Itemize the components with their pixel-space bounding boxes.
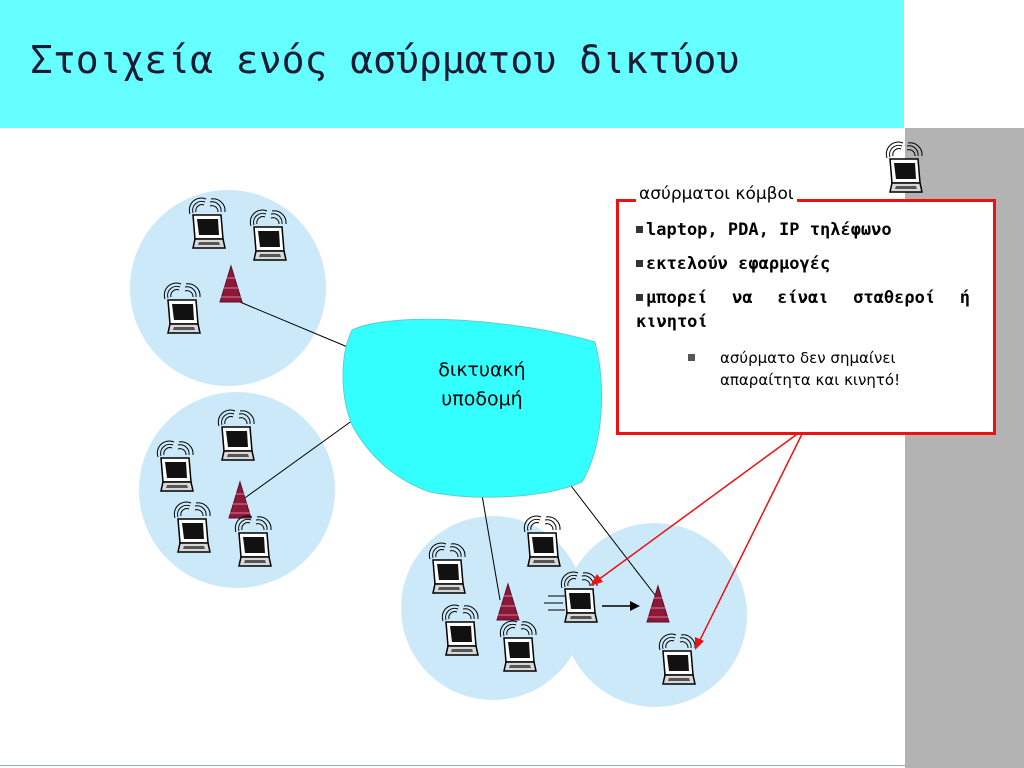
- bullet-square-icon: [636, 260, 643, 267]
- page-title: Στοιχεία ενός ασύρματου δικτύου: [30, 38, 740, 82]
- movement-arrow-icon: [602, 601, 640, 611]
- list-item-text: μπορεί να είναι σταθεροί ή κινητοί: [636, 288, 970, 332]
- bottom-rule: [0, 765, 905, 766]
- link-tower-middle-left: [241, 414, 361, 501]
- wireless-hosts-heading: ασύρματοι κόμβοι: [636, 184, 797, 204]
- wireless-hosts-list: laptop, PDA, IP τηλέφωνο εκτελούν εφαρμο…: [636, 218, 970, 344]
- laptop-icon: [523, 515, 561, 567]
- wireless-hosts-box: [616, 199, 996, 435]
- title-band: [0, 0, 904, 128]
- laptop-icon: [885, 141, 923, 193]
- network-cloud-icon: [342, 318, 603, 498]
- network-infrastructure-label: δικτυακή υποδομή: [392, 356, 572, 414]
- motion-lines-icon: [544, 595, 565, 611]
- list-item: μπορεί να είναι σταθεροί ή κινητοί: [636, 286, 970, 334]
- list-item: laptop, PDA, IP τηλέφωνο: [636, 218, 970, 242]
- list-item: εκτελούν εφαρμογές: [636, 252, 970, 276]
- callout-arrow-icon: [695, 431, 804, 650]
- link-tower-bottom-left: [481, 494, 501, 601]
- cloud-label-line-1: δικτυακή: [438, 359, 526, 381]
- callout-arrow-icon: [590, 431, 801, 586]
- sub-list-item-text: ασύρματο δεν σημαίνει απαραίτητα και κιν…: [720, 349, 901, 389]
- bullet-square-icon: [636, 294, 643, 301]
- bullet-square-icon: [688, 354, 695, 361]
- sub-list-item: ασύρματο δεν σημαίνει απαραίτητα και κιν…: [688, 347, 963, 391]
- bullet-square-icon: [636, 226, 643, 233]
- list-item-text: εκτελούν εφαρμογές: [646, 254, 831, 274]
- list-item-text: laptop, PDA, IP τηλέφωνο: [646, 220, 892, 240]
- link-tower-bottom-right: [564, 477, 656, 596]
- link-tower-top-left: [239, 301, 351, 349]
- cloud-label-line-2: υποδομή: [441, 388, 523, 410]
